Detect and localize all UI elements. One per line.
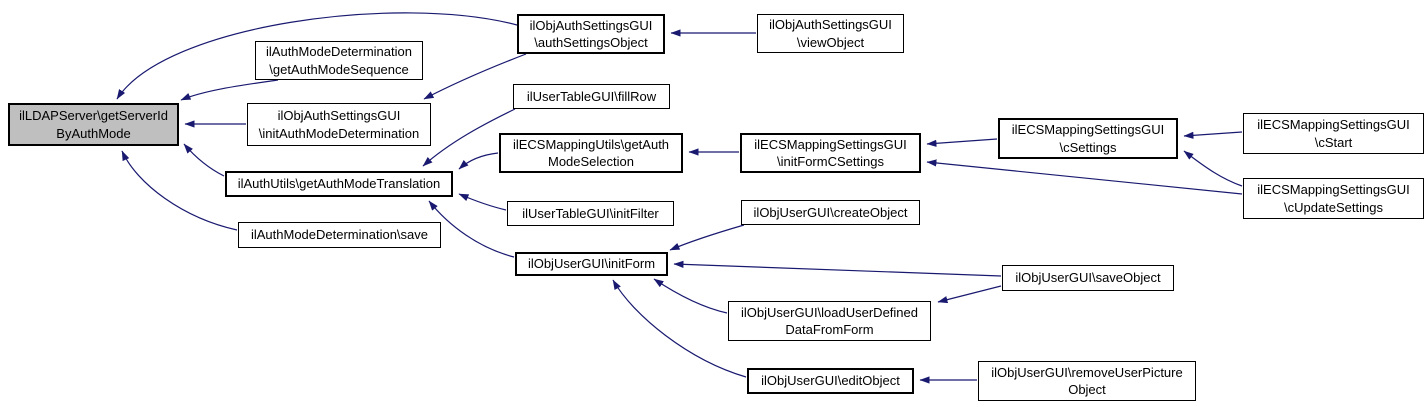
node-initForm[interactable]: ilObjUserGUI\initForm bbox=[515, 252, 668, 276]
node-getServerIdByAuthMode: ilLDAPServer\getServerId ByAuthMode bbox=[8, 103, 179, 146]
node-cSettings[interactable]: ilECSMappingSettingsGUI \cSettings bbox=[998, 118, 1178, 159]
edge-createObject-initForm bbox=[669, 224, 745, 251]
node-loadUserDefinedDataFromForm[interactable]: ilObjUserGUI\loadUserDefined DataFromFor… bbox=[728, 301, 931, 341]
node-editObject[interactable]: ilObjUserGUI\editObject bbox=[747, 368, 914, 394]
node-saveObject[interactable]: ilObjUserGUI\saveObject bbox=[1002, 265, 1174, 291]
node-initFormCSettings[interactable]: ilECSMappingSettingsGUI \initFormCSettin… bbox=[740, 133, 921, 173]
edge-editObject-initForm bbox=[612, 279, 747, 378]
node-fillRow[interactable]: ilUserTableGUI\fillRow bbox=[513, 84, 670, 109]
node-getAuthModeSequence[interactable]: ilAuthModeDetermination \getAuthModeSequ… bbox=[255, 41, 423, 80]
edge-getAuthModeSelection-getAuthModeTranslation bbox=[458, 152, 499, 170]
node-getAuthModeTranslation[interactable]: ilAuthUtils\getAuthModeTranslation bbox=[225, 171, 453, 197]
node-cStart[interactable]: ilECSMappingSettingsGUI \cStart bbox=[1243, 113, 1424, 154]
edge-saveObject-loadUserDefinedDataFromForm bbox=[937, 285, 1002, 304]
edge-save-main bbox=[121, 150, 238, 231]
edge-getAuthModeTranslation-main bbox=[183, 143, 225, 177]
edge-getAuthModeSequence-main bbox=[180, 79, 279, 101]
edge-cSettings-initFormCSettings bbox=[926, 138, 998, 147]
node-initFilter[interactable]: ilUserTableGUI\initFilter bbox=[507, 201, 674, 226]
node-cUpdateSettings[interactable]: ilECSMappingSettingsGUI \cUpdateSettings bbox=[1243, 178, 1424, 219]
edge-initForm-getAuthModeTranslation bbox=[428, 200, 515, 258]
node-authSettingsObject[interactable]: ilObjAuthSettingsGUI \authSettingsObject bbox=[517, 14, 665, 54]
edge-authSettingsObject-initAuthModeDetermination bbox=[423, 53, 527, 100]
node-createObject[interactable]: ilObjUserGUI\createObject bbox=[741, 200, 920, 225]
edge-initFilter-getAuthModeTranslation bbox=[458, 193, 507, 211]
edge-cStart-cSettings bbox=[1183, 131, 1243, 139]
node-removeUserPictureObject[interactable]: ilObjUserGUI\removeUserPicture Object bbox=[978, 361, 1196, 401]
node-viewObject[interactable]: ilObjAuthSettingsGUI \viewObject bbox=[757, 14, 904, 53]
node-save[interactable]: ilAuthModeDetermination\save bbox=[238, 222, 441, 248]
node-getAuthModeSelection[interactable]: ilECSMappingUtils\getAuth ModeSelection bbox=[499, 133, 683, 173]
edge-cUpdateSettings-cSettings bbox=[1183, 150, 1243, 187]
edge-loadUserDefinedDataFromForm-initForm bbox=[653, 278, 728, 314]
node-initAuthModeDetermination[interactable]: ilObjAuthSettingsGUI \initAuthModeDeterm… bbox=[247, 103, 431, 146]
edge-cUpdateSettings-initFormCSettings bbox=[926, 159, 1243, 195]
edge-saveObject-initForm bbox=[673, 260, 1002, 277]
